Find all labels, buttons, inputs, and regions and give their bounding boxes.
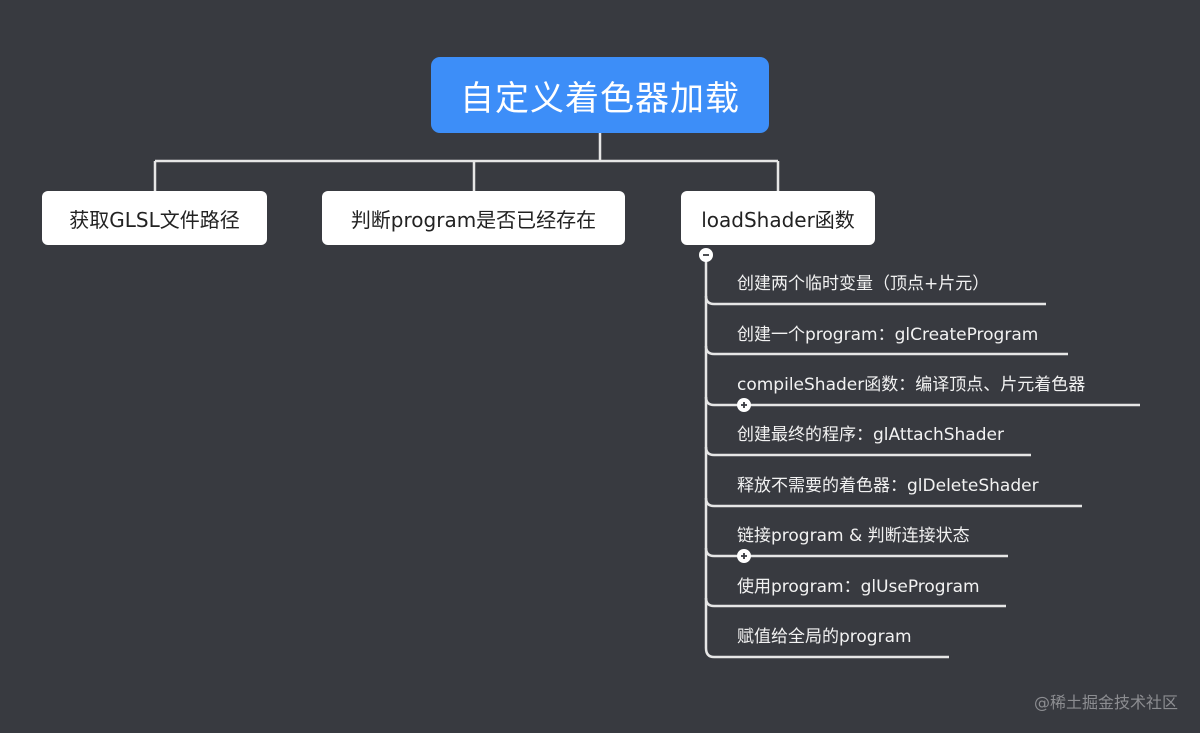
expand-toggle-icon[interactable] — [737, 549, 751, 563]
branch-node-glsl-path[interactable]: 获取GLSL文件路径 — [42, 191, 267, 245]
root-node-label: 自定义着色器加载 — [460, 78, 740, 119]
branch-node-label: 判断program是否已经存在 — [350, 207, 597, 232]
child-item-delete-shader[interactable]: 释放不需要的着色器：glDeleteShader — [737, 475, 1039, 497]
connector-child-8 — [704, 647, 949, 659]
child-item-use-program[interactable]: 使用program：glUseProgram — [737, 576, 980, 598]
branch-node-load-shader[interactable]: loadShader函数 — [681, 191, 875, 245]
child-item-attach-shader[interactable]: 创建最终的程序：glAttachShader — [737, 424, 1004, 446]
branch-node-label: loadShader函数 — [701, 207, 855, 232]
child-item-link-program[interactable]: 链接program & 判断连接状态 — [737, 525, 970, 547]
collapse-toggle-icon[interactable] — [699, 248, 713, 262]
connector-child-2 — [704, 345, 1068, 356]
child-item-label: 释放不需要的着色器：glDeleteShader — [737, 476, 1039, 496]
connector-child-5 — [704, 497, 1082, 508]
connector-child-7 — [704, 597, 1006, 608]
branch-node-program-exists[interactable]: 判断program是否已经存在 — [322, 191, 625, 245]
connector-child-3 — [704, 396, 1140, 407]
connector-child-1 — [704, 295, 1046, 306]
child-item-label: 链接program & 判断连接状态 — [737, 526, 970, 546]
child-item-temp-vars[interactable]: 创建两个临时变量（顶点+片元） — [737, 273, 989, 295]
connector-child-6 — [704, 547, 1008, 558]
child-item-assign-global[interactable]: 赋值给全局的program — [737, 626, 912, 648]
child-item-compile-shader[interactable]: compileShader函数：编译顶点、片元着色器 — [737, 374, 1085, 396]
child-item-label: 创建最终的程序：glAttachShader — [737, 425, 1004, 445]
connector-child-4 — [704, 446, 1031, 457]
child-item-label: 使用program：glUseProgram — [737, 577, 980, 597]
root-node[interactable]: 自定义着色器加载 — [431, 57, 769, 133]
child-item-label: compileShader函数：编译顶点、片元着色器 — [737, 375, 1086, 395]
child-item-create-program[interactable]: 创建一个program：glCreateProgram — [737, 324, 1038, 346]
branch-node-label: 获取GLSL文件路径 — [69, 207, 240, 232]
child-item-label: 创建一个program：glCreateProgram — [737, 325, 1039, 345]
watermark: @稀土掘金技术社区 — [1033, 693, 1178, 712]
child-item-label: 赋值给全局的program — [737, 627, 912, 647]
child-item-label: 创建两个临时变量（顶点+片元） — [737, 274, 990, 294]
expand-toggle-icon[interactable] — [737, 398, 751, 412]
